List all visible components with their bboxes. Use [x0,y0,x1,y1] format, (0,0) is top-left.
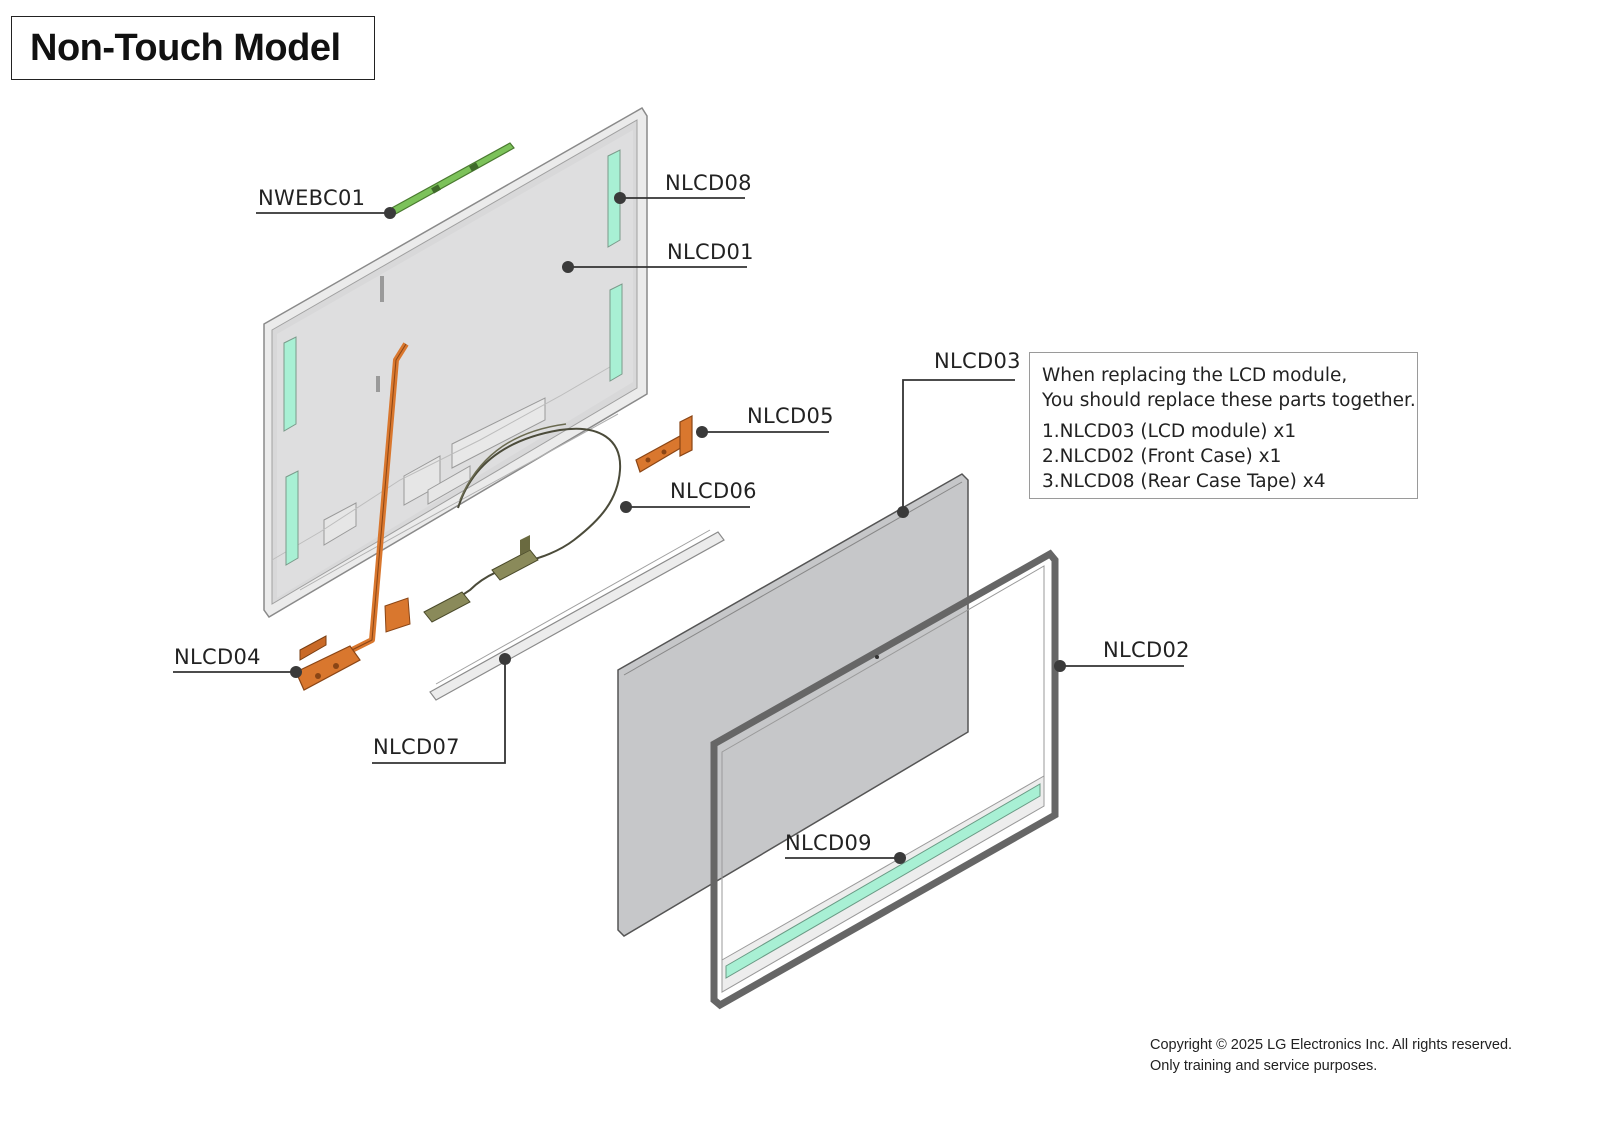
note-line-1: When replacing the LCD module, [1042,365,1348,386]
rear-case [263,106,648,618]
label-nlcd06: NLCD06 [670,479,757,503]
label-nlcd07: NLCD07 [373,735,460,759]
right-hinge [635,415,693,473]
purpose-text: Only training and service purposes. [1150,1058,1378,1074]
replacement-note: When replacing the LCD module, You shoul… [1029,352,1418,499]
leader-dots [290,192,1066,864]
page-title: Non-Touch Model [30,26,341,69]
label-nwebc01: NWEBC01 [258,186,366,210]
front-case [710,549,1059,1010]
label-nlcd04: NLCD04 [174,645,261,669]
label-nlcd03: NLCD03 [934,349,1021,373]
label-nlcd08: NLCD08 [665,171,752,195]
copyright-text: Copyright © 2025 LG Electronics Inc. All… [1150,1037,1513,1053]
footer: Copyright © 2025 LG Electronics Inc. All… [1150,1035,1512,1077]
label-nlcd09: NLCD09 [785,831,872,855]
edp-cable [295,342,411,691]
antenna-cable [423,423,622,623]
note-item-3: 3.NLCD08 (Rear Case Tape) x4 [1042,471,1326,492]
note-line-2: You should replace these parts together. [1042,390,1416,411]
label-nlcd05: NLCD05 [747,404,834,428]
label-nlcd01: NLCD01 [667,240,754,264]
note-item-2: 2.NLCD02 (Front Case) x1 [1042,446,1282,467]
title-box: Non-Touch Model [11,16,375,80]
note-item-1: 1.NLCD03 (LCD module) x1 [1042,421,1297,442]
label-nlcd02: NLCD02 [1103,638,1190,662]
leader-lines [173,197,1184,859]
